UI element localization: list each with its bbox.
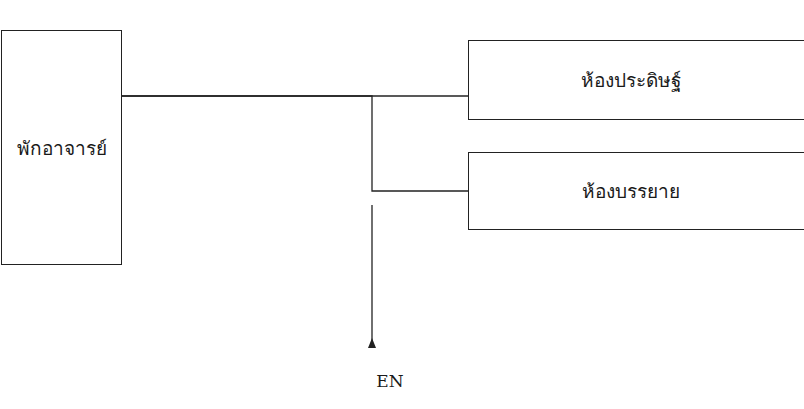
entrance-line: [371, 205, 372, 344]
entrance-arrowhead: [368, 338, 376, 348]
room-box: พักอาจารย์: [1, 30, 122, 265]
room-name: พักอาจารย์: [17, 133, 107, 163]
corridor-line: [122, 96, 468, 191]
entrance-label: EN: [376, 371, 403, 391]
room-name: ห้องบรรยาย: [582, 176, 680, 206]
room-box: ห้องบรรยาย: [468, 152, 804, 230]
room-name: ห้องประดิษฐ์: [581, 65, 681, 95]
room-box: ห้องประดิษฐ์: [468, 40, 804, 120]
